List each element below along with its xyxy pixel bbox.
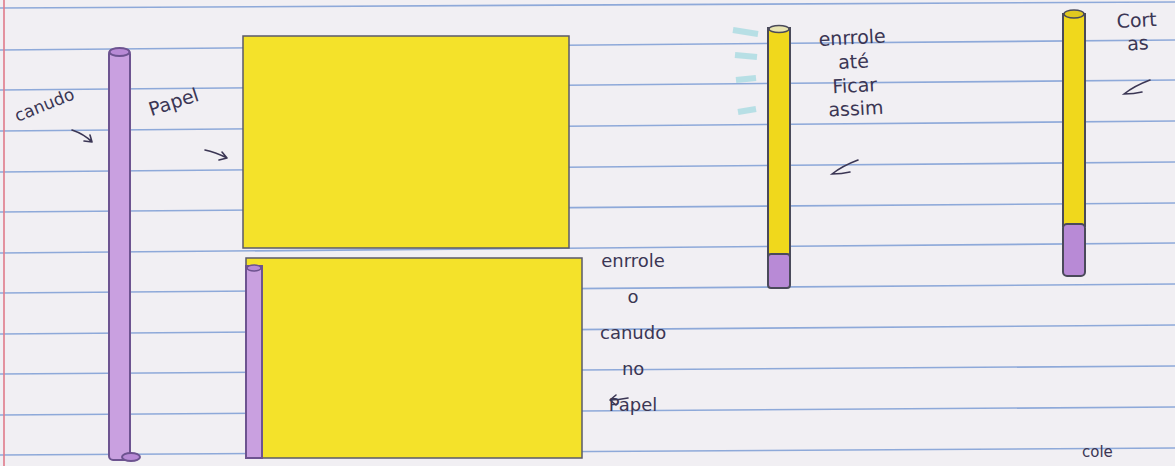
straw-drawing <box>109 48 140 461</box>
paper-with-straw-drawing <box>246 258 582 458</box>
cut-tube-drawing <box>1063 10 1085 276</box>
rolling-note: enrrole até Ficar assim <box>818 24 890 122</box>
paper-label: Papel <box>146 84 202 121</box>
rolling-instruction: enrrole o canudo no Papel <box>600 243 666 423</box>
straw-label: canudo <box>12 85 77 127</box>
hand-arrows <box>72 80 1150 405</box>
ruled-lines <box>0 2 1175 455</box>
margin-line <box>3 0 5 466</box>
paper-drawing <box>243 36 569 248</box>
cut-note: Cort as <box>1116 8 1158 56</box>
rolled-tube-drawing <box>733 26 790 289</box>
glue-note: cole <box>1082 444 1113 461</box>
